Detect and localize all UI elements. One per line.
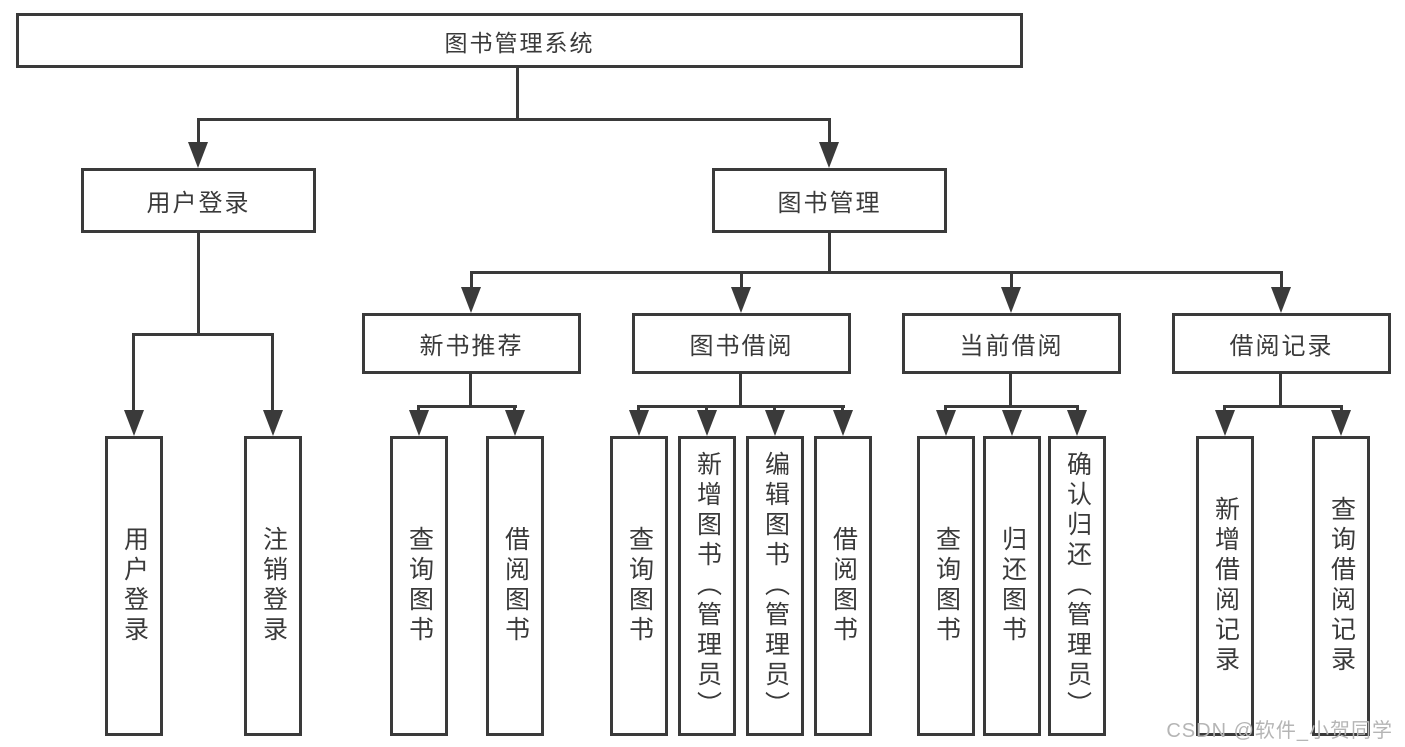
connector-line — [841, 405, 844, 413]
connector-line — [417, 405, 420, 413]
node-label: 确认归还（管理员） — [1063, 451, 1092, 721]
node-label: 图书管理 — [777, 190, 882, 217]
connector-line — [1009, 374, 1012, 408]
node-borrowing-records: 借阅记录 — [1172, 313, 1391, 374]
arrow-down-icon — [629, 410, 649, 436]
connector-line — [470, 271, 1283, 274]
connector-line — [944, 405, 947, 413]
leaf-return-books: 归还图书 — [983, 436, 1041, 736]
node-label: 图书管理系统 — [444, 29, 595, 56]
arrow-down-icon — [124, 410, 144, 436]
connector-line — [828, 118, 831, 145]
leaf-borrow-books: 借阅图书 — [814, 436, 872, 736]
node-label: 查询图书 — [405, 526, 434, 646]
node-label: 新增借阅记录 — [1211, 496, 1240, 676]
node-label: 查询图书 — [625, 526, 654, 646]
node-label: 注销登录 — [259, 526, 288, 646]
connector-line — [705, 405, 708, 413]
node-library-management-system: 图书管理系统 — [16, 13, 1023, 68]
connector-line — [1340, 405, 1343, 413]
node-label: 借阅记录 — [1229, 333, 1334, 360]
leaf-query-books: 查询图书 — [390, 436, 448, 736]
leaf-query-books: 查询图书 — [917, 436, 975, 736]
leaf-borrow-books: 借阅图书 — [486, 436, 544, 736]
node-label: 查询图书 — [932, 526, 961, 646]
leaf-edit-book-admin: 编辑图书（管理员） — [746, 436, 804, 736]
leaf-add-borrow-record: 新增借阅记录 — [1196, 436, 1254, 736]
node-new-book-recommendation: 新书推荐 — [362, 313, 581, 374]
connector-line — [513, 405, 516, 413]
arrow-down-icon — [1331, 410, 1351, 436]
node-label: 图书借阅 — [689, 333, 794, 360]
leaf-query-borrow-record: 查询借阅记录 — [1312, 436, 1370, 736]
connector-line — [1223, 405, 1226, 413]
connector-line — [470, 271, 473, 289]
leaf-add-book-admin: 新增图书（管理员） — [678, 436, 736, 736]
arrow-down-icon — [1271, 287, 1291, 313]
node-label: 用户登录 — [146, 190, 251, 217]
connector-line — [1010, 271, 1013, 289]
connector-line — [1076, 405, 1079, 413]
leaf-user-login: 用户登录 — [105, 436, 163, 736]
arrow-down-icon — [731, 287, 751, 313]
node-user-login: 用户登录 — [81, 168, 316, 233]
connector-line — [197, 118, 831, 121]
arrow-down-icon — [1002, 410, 1022, 436]
arrow-down-icon — [263, 410, 283, 436]
connector-line — [637, 405, 640, 413]
node-current-borrowing: 当前借阅 — [902, 313, 1121, 374]
arrow-down-icon — [1215, 410, 1235, 436]
leaf-query-books: 查询图书 — [610, 436, 668, 736]
connector-line — [739, 374, 742, 408]
arrow-down-icon — [765, 410, 785, 436]
leaf-logout: 注销登录 — [244, 436, 302, 736]
arrow-down-icon — [936, 410, 956, 436]
connector-line — [516, 68, 519, 120]
node-label: 当前借阅 — [959, 333, 1064, 360]
arrow-down-icon — [409, 410, 429, 436]
connector-line — [469, 374, 472, 408]
connector-line — [637, 405, 845, 408]
connector-line — [271, 333, 274, 412]
arrow-down-icon — [1001, 287, 1021, 313]
node-label: 借阅图书 — [501, 526, 530, 646]
node-label: 借阅图书 — [829, 526, 858, 646]
arrow-down-icon — [461, 287, 481, 313]
node-label: 新增图书（管理员） — [693, 451, 722, 721]
arrow-down-icon — [833, 410, 853, 436]
leaf-confirm-return-admin: 确认归还（管理员） — [1048, 436, 1106, 736]
node-book-borrowing: 图书借阅 — [632, 313, 851, 374]
node-label: 归还图书 — [998, 526, 1027, 646]
node-book-management: 图书管理 — [712, 168, 947, 233]
connector-line — [132, 333, 274, 336]
arrow-down-icon — [1067, 410, 1087, 436]
arrow-down-icon — [505, 410, 525, 436]
connector-line — [197, 233, 200, 336]
arrow-down-icon — [188, 142, 208, 168]
connector-line — [197, 118, 200, 145]
connector-line — [417, 405, 517, 408]
connector-line — [944, 405, 1079, 408]
connector-line — [828, 233, 831, 274]
csdn-watermark: CSDN @软件_小贺同学 — [1166, 720, 1393, 742]
connector-line — [1223, 405, 1343, 408]
connector-line — [1279, 374, 1282, 408]
node-label: 新书推荐 — [419, 333, 524, 360]
node-label: 用户登录 — [120, 526, 149, 646]
node-label: 编辑图书（管理员） — [761, 451, 790, 721]
connector-line — [132, 333, 135, 412]
arrow-down-icon — [697, 410, 717, 436]
connector-line — [1280, 271, 1283, 289]
node-label: 查询借阅记录 — [1327, 496, 1356, 676]
arrow-down-icon — [819, 142, 839, 168]
connector-line — [773, 405, 776, 413]
connector-line — [740, 271, 743, 289]
